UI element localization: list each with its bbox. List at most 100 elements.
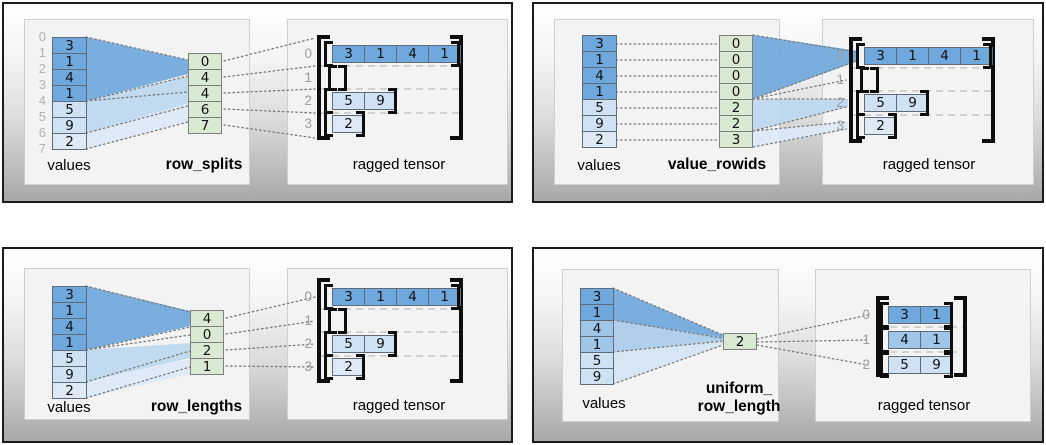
value-cell: 5 [580,352,614,369]
row-index: 3 [836,118,844,133]
value-index: 2 [38,61,46,76]
row-index: 0 [304,46,312,61]
partition-cell: 4 [188,69,222,86]
tensor-close-bracket [982,37,995,143]
value-index: 4 [38,93,46,108]
value-cell: 1 [580,304,614,321]
row-close-bracket [888,113,897,139]
partition-cell: 2 [723,333,757,350]
value-cell: 3 [52,286,87,303]
value-index: 0 [38,29,46,44]
values-label: values [47,399,91,416]
value-cell: 3 [52,37,87,54]
partition-cell: 6 [188,101,222,118]
values-label: values [47,157,91,174]
row-index: 3 [304,359,312,374]
value-cell: 4 [52,318,87,335]
row-close-bracket [944,302,953,328]
tensor-cell: 1 [920,331,953,349]
row-close-bracket [356,111,365,137]
panel-value-rowids: 3 1 4 1 5 9 2 0 0 0 0 2 2 3 values value… [532,2,1044,203]
row-close-bracket [451,284,460,310]
row-index: 0 [304,289,312,304]
tensor-cell: 3 [864,47,897,65]
row-index: 1 [304,70,312,85]
value-index: 5 [38,109,46,124]
row-close-bracket [388,88,397,114]
value-cell: 2 [582,131,617,148]
panel-row-lengths: 3 1 4 1 5 9 2 4 0 2 1 values row_lengths… [2,247,513,443]
row-close-bracket [388,331,397,357]
row-index: 2 [836,95,844,110]
tensor-open-bracket [849,37,862,143]
value-cell: 5 [582,99,617,116]
value-cell: 4 [52,69,87,86]
tensor-cell: 1 [364,45,397,63]
value-cell: 4 [582,67,617,84]
partition-label-line1: uniform_ [705,380,773,397]
tensor-cell: 2 [332,358,365,376]
value-index: 7 [38,141,46,156]
tensor-cell: 5 [332,92,365,110]
row-open-bracket [880,352,889,378]
partition-cell: 3 [719,131,753,148]
value-cell: 1 [580,336,614,353]
row-index: 0 [862,307,870,322]
panel-row-splits: 0 1 2 3 4 5 6 7 3 1 4 1 5 9 2 0 4 4 6 7 … [2,2,513,203]
panel-uniform-row-length: 3 1 4 1 5 9 2 values uniform_ row_length… [532,247,1044,443]
partition-cell: 0 [719,51,753,68]
row-close-bracket [338,65,347,91]
tensor-open-bracket [317,278,330,383]
tensor-close-bracket [954,296,967,377]
row-close-bracket [920,90,929,116]
row-close-bracket [451,41,460,67]
tensor-cell: 5 [864,94,897,112]
partition-cell: 0 [188,53,222,70]
tensor-cell: 2 [332,115,365,133]
row-index: 2 [304,336,312,351]
partition-cell: 2 [719,99,753,116]
tensor-cell: 5 [332,335,365,353]
value-cell: 1 [52,334,87,351]
row-index: 1 [836,72,844,87]
row-close-bracket [944,327,953,353]
row-open-bracket [324,111,333,137]
partition-cell: 1 [190,358,224,375]
row-close-bracket [870,67,879,93]
value-cell: 9 [52,117,87,134]
tensor-cell: 3 [332,288,365,306]
value-cell: 9 [582,115,617,132]
partition-cell: 0 [719,67,753,84]
values-label: values [582,395,626,412]
value-index: 3 [38,77,46,92]
value-cell: 4 [580,320,614,337]
partition-cell: 2 [190,342,224,359]
row-open-bracket [880,302,889,328]
value-cell: 3 [580,288,614,305]
partition-label: row_lengths [150,398,243,415]
tensor-cell: 9 [364,92,397,110]
row-index: 2 [304,93,312,108]
value-cell: 2 [52,382,87,399]
tensor-cell: 1 [428,45,461,63]
value-cell: 9 [580,368,614,385]
tensor-cell: 1 [896,47,929,65]
partition-cell: 4 [188,85,222,102]
row-open-bracket [324,354,333,380]
partition-cell: 0 [190,326,224,343]
tensor-cell: 3 [332,45,365,63]
partition-cell: 7 [188,117,222,134]
value-cell: 1 [582,83,617,100]
tensor-cell: 1 [364,288,397,306]
row-index: 3 [304,116,312,131]
ragged-tensor-label: ragged tensor [352,397,446,414]
partition-label-line2: row_length [697,398,781,415]
row-index: 1 [304,313,312,328]
partition-cell: 0 [719,83,753,100]
value-cell: 5 [52,101,87,118]
row-index: 0 [836,48,844,63]
value-cell: 1 [52,85,87,102]
value-cell: 1 [52,53,87,70]
partition-label: value_rowids [667,156,767,173]
